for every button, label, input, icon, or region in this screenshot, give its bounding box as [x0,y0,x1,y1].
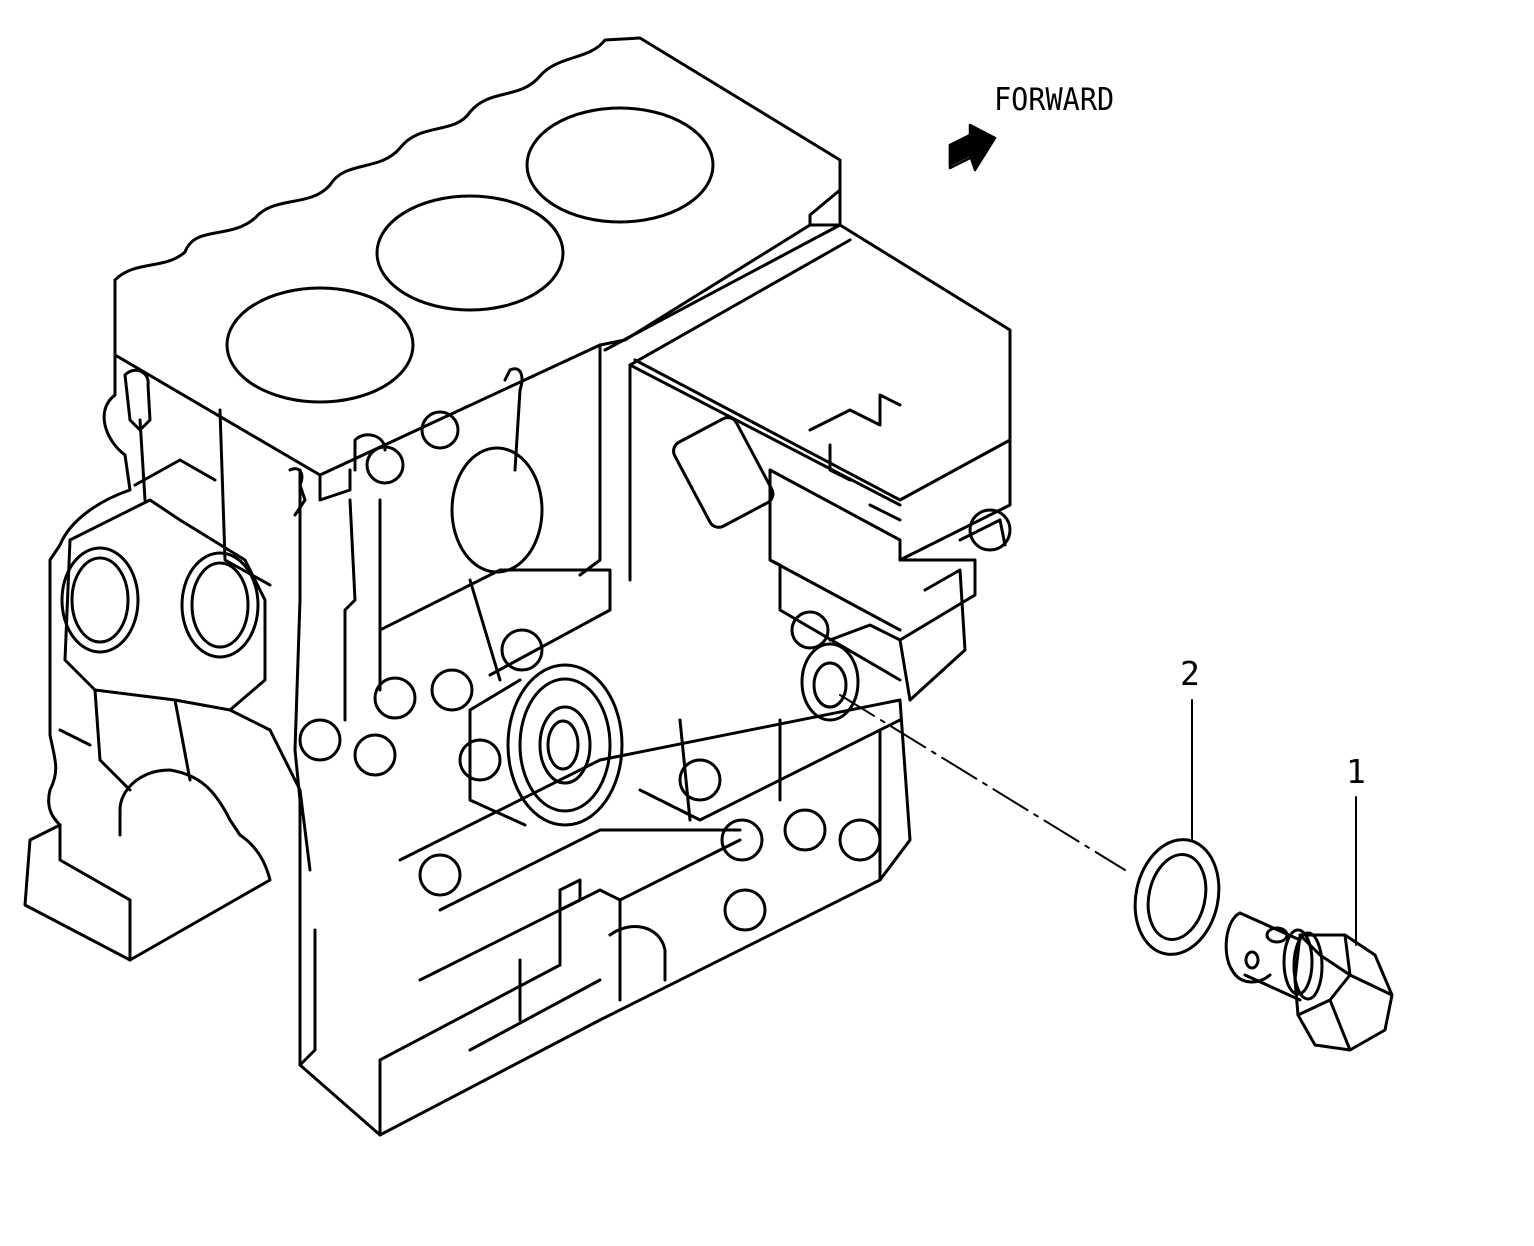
block-front-face [23,353,272,962]
front-bore-right [180,551,260,659]
oil-pump-boss [468,663,624,827]
block-deck-front-edge [113,343,602,477]
front-bore-left [60,546,140,654]
forward-direction-label: FORWARD [994,82,1115,118]
forward-arrow-icon [948,123,997,172]
exploded-view-axis-line [839,694,1126,871]
gasket-washer [1133,838,1221,956]
drain-hole [800,642,860,722]
cylinder-bore-1 [225,286,415,404]
cylinder-bore-3 [525,106,715,224]
block-top-deck [113,36,842,577]
engine-block [23,36,1012,1137]
block-side-pad [633,358,1012,682]
callout-number-2: 2 [1180,654,1200,693]
cylinder-bore-2 [375,194,565,312]
drain-plug [1224,911,1394,1052]
callout-number-1: 1 [1346,752,1366,791]
